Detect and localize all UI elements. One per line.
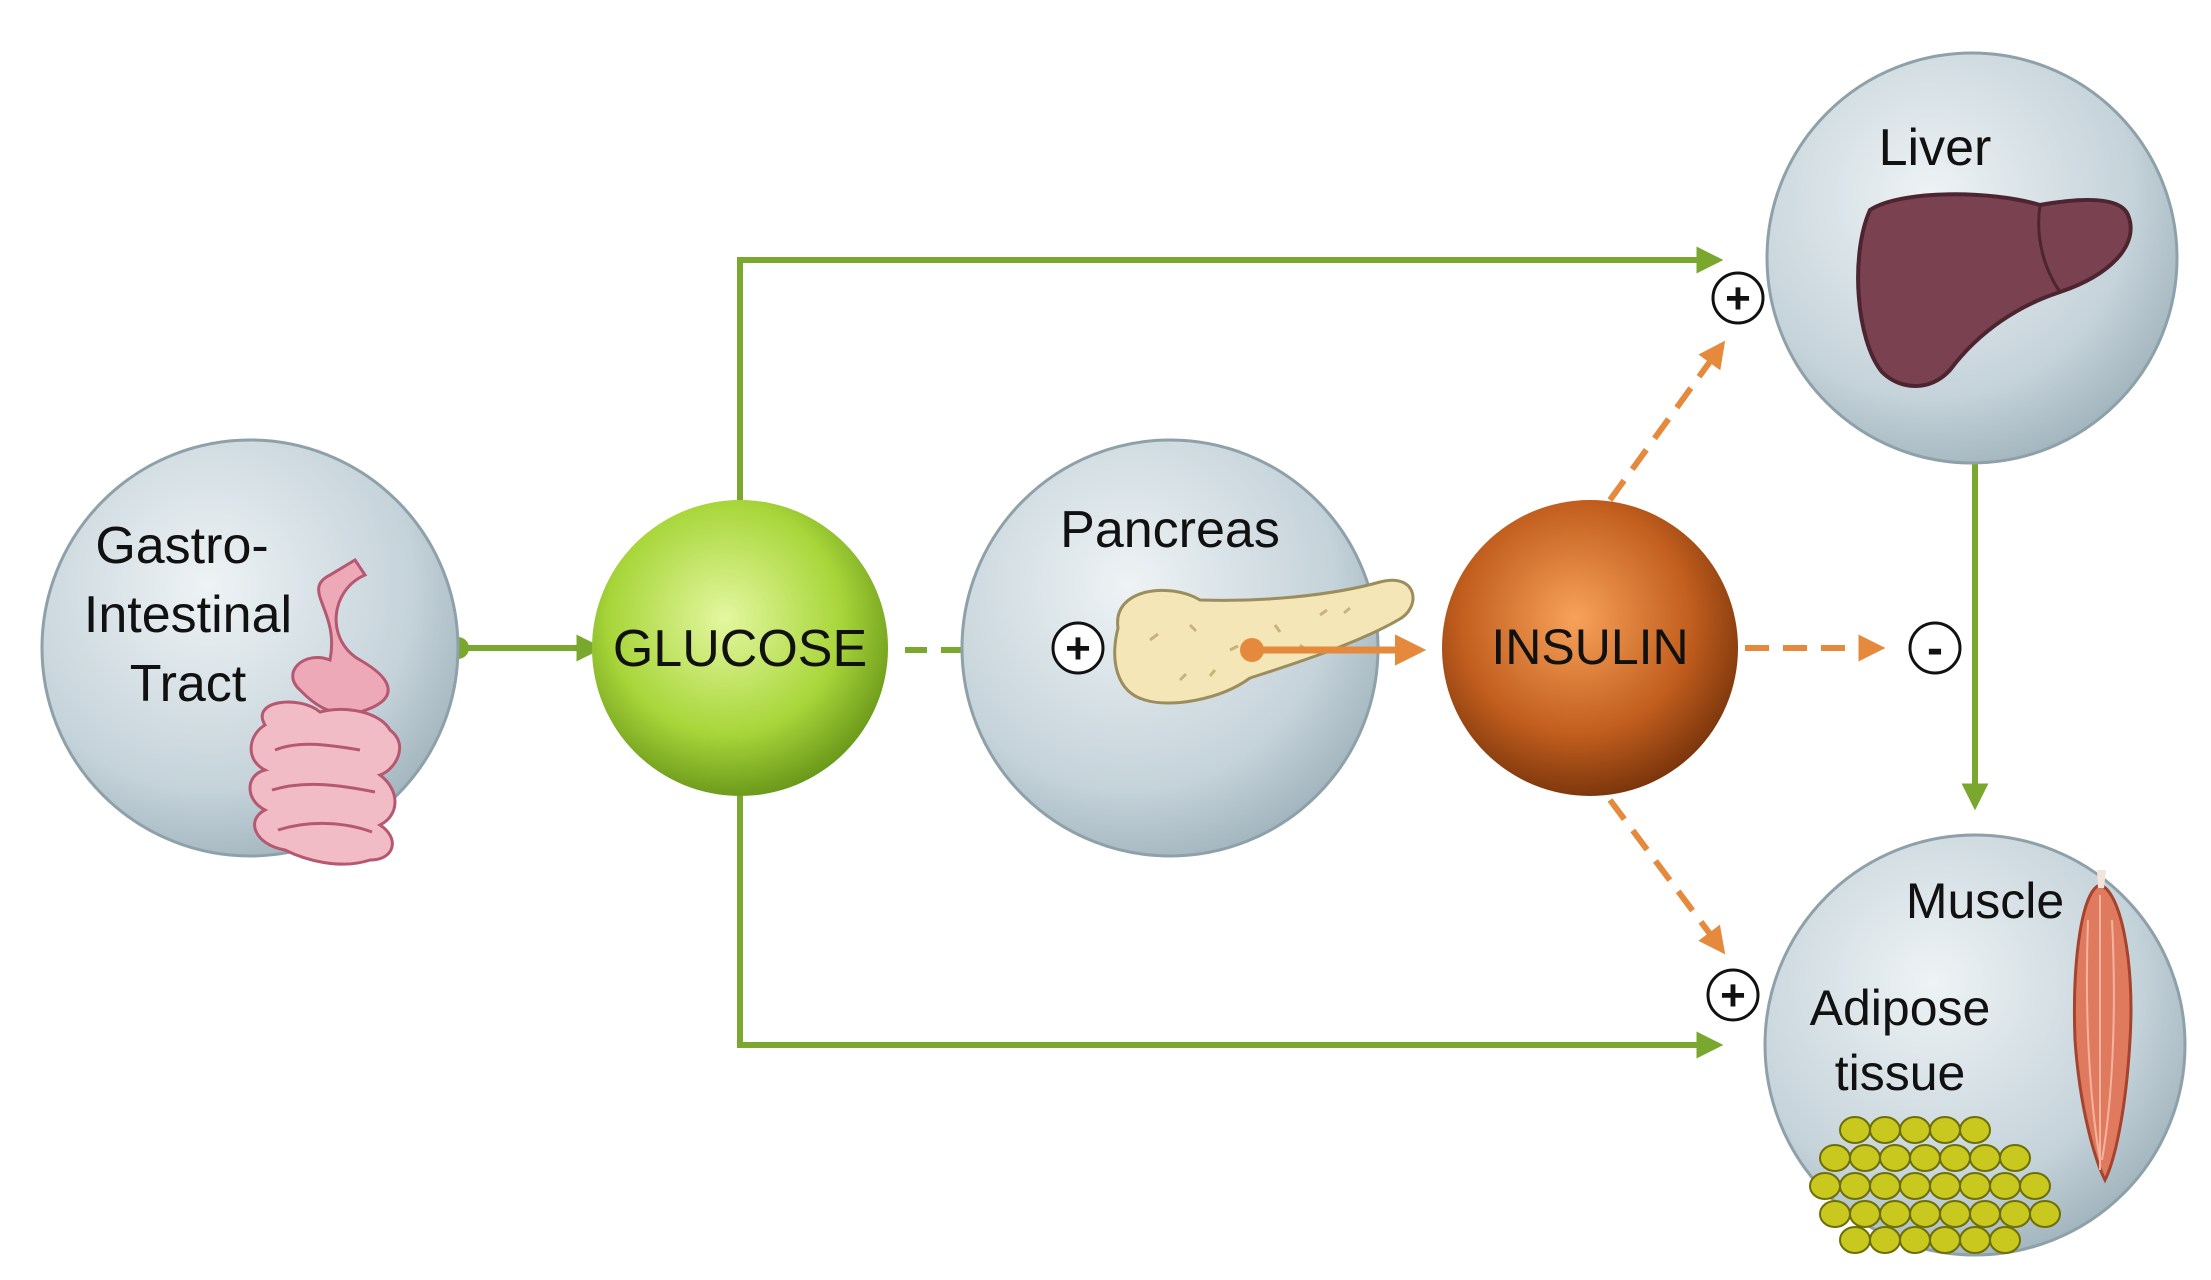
- fat-cell: [1849, 1144, 1881, 1172]
- fat-cell: [1819, 1144, 1851, 1172]
- fat-cell: [1849, 1200, 1881, 1228]
- insulin-to-liver-arrow: [1607, 340, 1726, 502]
- svg-text:-: -: [1927, 622, 1943, 675]
- fat-cell: [1929, 1116, 1961, 1144]
- pancreas-icon: [1113, 578, 1415, 705]
- fat-cell: [1989, 1226, 2021, 1254]
- muscle-label: Muscle: [1906, 873, 2064, 929]
- glucose-node: GLUCOSE: [592, 500, 888, 796]
- liver-output-inhibition-marker: -: [1908, 621, 1962, 675]
- fat-cell: [1869, 1116, 1901, 1144]
- liver-node: Liver: [1765, 51, 2179, 465]
- fat-cell: [1909, 1200, 1941, 1228]
- fat-cell: [1939, 1144, 1971, 1172]
- peripheral-stimulation-marker: +: [1706, 968, 1760, 1022]
- fat-cell: [2019, 1172, 2051, 1200]
- stomach-intestine-icon: [248, 557, 402, 866]
- fat-cell: [1929, 1226, 1961, 1254]
- svg-text:+: +: [1720, 971, 1746, 1020]
- fat-cell: [1839, 1116, 1871, 1144]
- pancreas-output-dot: [1240, 638, 1264, 662]
- svg-text:+: +: [1725, 274, 1751, 323]
- pancreas-label: Pancreas: [1060, 501, 1280, 559]
- glucose-to-liver-arrow: [737, 246, 1724, 500]
- fat-cell: [2029, 1200, 2061, 1228]
- fat-cell: [1839, 1172, 1871, 1200]
- fat-cell: [1809, 1172, 1841, 1200]
- fat-cell: [1969, 1200, 2001, 1228]
- fat-cell: [1879, 1144, 1911, 1172]
- fat-cell: [1899, 1226, 1931, 1254]
- fat-cell: [1999, 1144, 2031, 1172]
- fat-cell: [1869, 1172, 1901, 1200]
- liver-label: Liver: [1879, 119, 1992, 177]
- fat-cell: [1869, 1226, 1901, 1254]
- muscle-icon: [2072, 870, 2133, 1184]
- fat-cell: [1839, 1226, 1871, 1254]
- insulin-label: INSULIN: [1491, 619, 1688, 675]
- gi-tract-label-2: Intestinal: [84, 586, 292, 644]
- fat-cell: [1899, 1116, 1931, 1144]
- fat-cell: [1959, 1226, 1991, 1254]
- fat-cell: [1989, 1172, 2021, 1200]
- fat-cell: [1959, 1172, 1991, 1200]
- svg-text:+: +: [1065, 624, 1091, 673]
- gi-tract-label-3: Tract: [130, 655, 247, 713]
- fat-cell: [1999, 1200, 2031, 1228]
- fat-cell: [1899, 1172, 1931, 1200]
- fat-cell: [1879, 1200, 1911, 1228]
- fat-cell: [1939, 1200, 1971, 1228]
- adipose-label-1: Adipose: [1810, 980, 1991, 1036]
- fat-cells-icon: [1809, 1116, 2061, 1254]
- fat-cell: [1959, 1116, 1991, 1144]
- insulin-pathways: [1607, 340, 1886, 955]
- fat-cell: [1819, 1200, 1851, 1228]
- fat-cell: [1969, 1144, 2001, 1172]
- fat-cell: [1929, 1172, 1961, 1200]
- gi-tract-node: Gastro- Intestinal Tract: [40, 438, 460, 866]
- glucose-to-muscle-arrow: [737, 796, 1724, 1059]
- glucose-label: GLUCOSE: [613, 620, 867, 678]
- muscle-adipose-node: Muscle Adipose tissue: [1763, 833, 2187, 1257]
- liver-stimulation-marker: +: [1711, 271, 1765, 325]
- pancreas-node: Pancreas: [960, 438, 1415, 858]
- fat-cell: [1909, 1144, 1941, 1172]
- insulin-to-muscle-arrow: [1607, 798, 1726, 955]
- adipose-label-2: tissue: [1835, 1045, 1966, 1101]
- liver-icon: [1856, 192, 2133, 388]
- pancreas-stimulation-marker: +: [1051, 621, 1105, 675]
- gi-tract-label-1: Gastro-: [95, 517, 268, 575]
- insulin-node: INSULIN: [1442, 500, 1738, 796]
